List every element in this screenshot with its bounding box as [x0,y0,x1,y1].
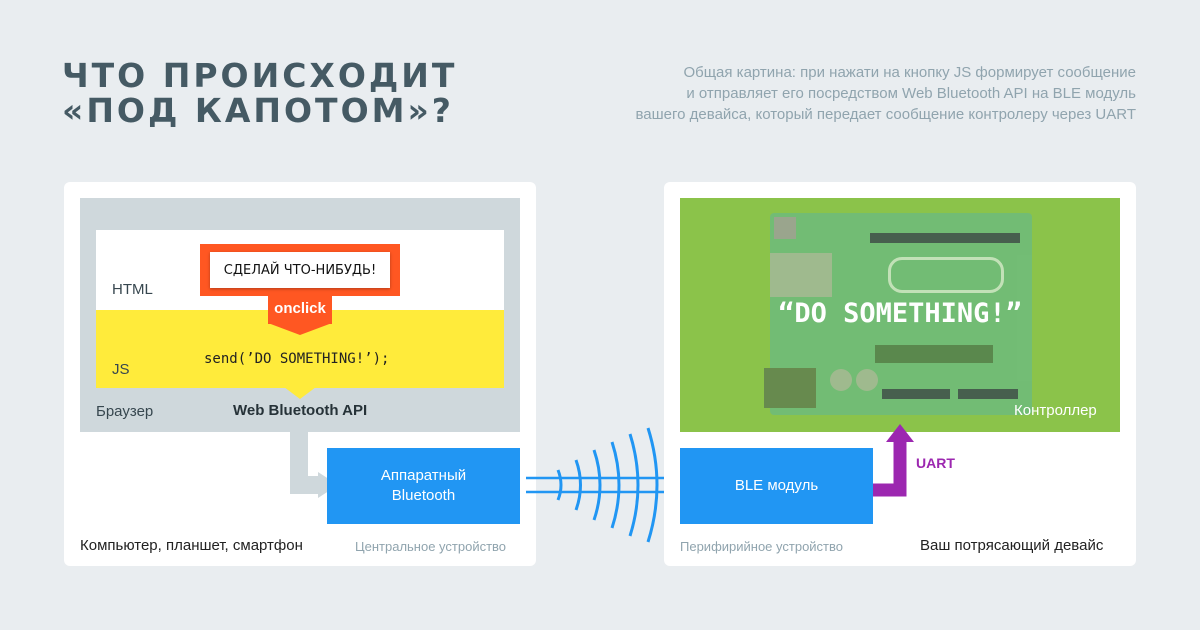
arduino-logo-icon [888,257,1004,293]
browser-label: Браузер [96,403,154,420]
pin-header-icon [958,389,1018,399]
device-caption-right: Ваш потрясающий девайс [920,537,1104,554]
title-line-2: «ПОД КАПОТОМ»? [62,91,454,130]
power-jack-icon [764,368,816,408]
subtitle-line-3: вашего девайса, который передает сообщен… [635,106,1137,123]
uart-arrow [872,424,914,497]
do-something-button[interactable]: СДЕЛАЙ ЧТО-НИБУДЬ! [210,252,390,288]
role-caption-right: Перифирийное устройство [680,539,844,554]
js-label: JS [112,361,130,378]
arduino-board-image [764,213,1032,415]
chip-icon [875,345,993,363]
controller-label: Контроллер [1014,402,1097,419]
js-code: send(’DO SOMETHING!’); [204,351,390,367]
html-label: HTML [112,281,153,298]
web-bluetooth-api-label: Web Bluetooth API [233,402,368,419]
onclick-arrow [268,323,332,335]
capacitor-icon [830,369,852,391]
subtitle-line-1: Общая картина: при нажати на кнопку JS ф… [683,64,1136,81]
api-arrow [284,387,316,399]
uart-label: UART [916,455,955,471]
capacitor-icon [856,369,878,391]
subtitle: Общая картина: при нажати на кнопку JS ф… [576,62,1137,125]
hw-line-1: Аппаратный [380,467,467,484]
pin-header-icon [882,389,950,399]
pin-header-icon [870,233,1020,243]
onclick-label: onclick [268,294,332,324]
ble-module-box: BLE модуль [680,448,873,524]
reset-button-icon [774,217,796,239]
message-text: “DO SOMETHING!” [778,298,1022,329]
usb-port-icon [770,253,832,297]
ble-module-label: BLE модуль [734,477,819,494]
role-caption-left: Центральное устройство [355,539,507,554]
hw-line-2: Bluetooth [391,487,456,504]
title-line-1: ЧТО ПРОИСХОДИТ [62,56,458,95]
wireless-signal [526,427,688,543]
subtitle-line-2: и отправляет его посредством Web Bluetoo… [686,85,1136,102]
device-caption-left: Компьютер, планшет, смартфон [80,537,303,554]
page-title: ЧТО ПРОИСХОДИТ «ПОД КАПОТОМ»? [62,58,457,128]
